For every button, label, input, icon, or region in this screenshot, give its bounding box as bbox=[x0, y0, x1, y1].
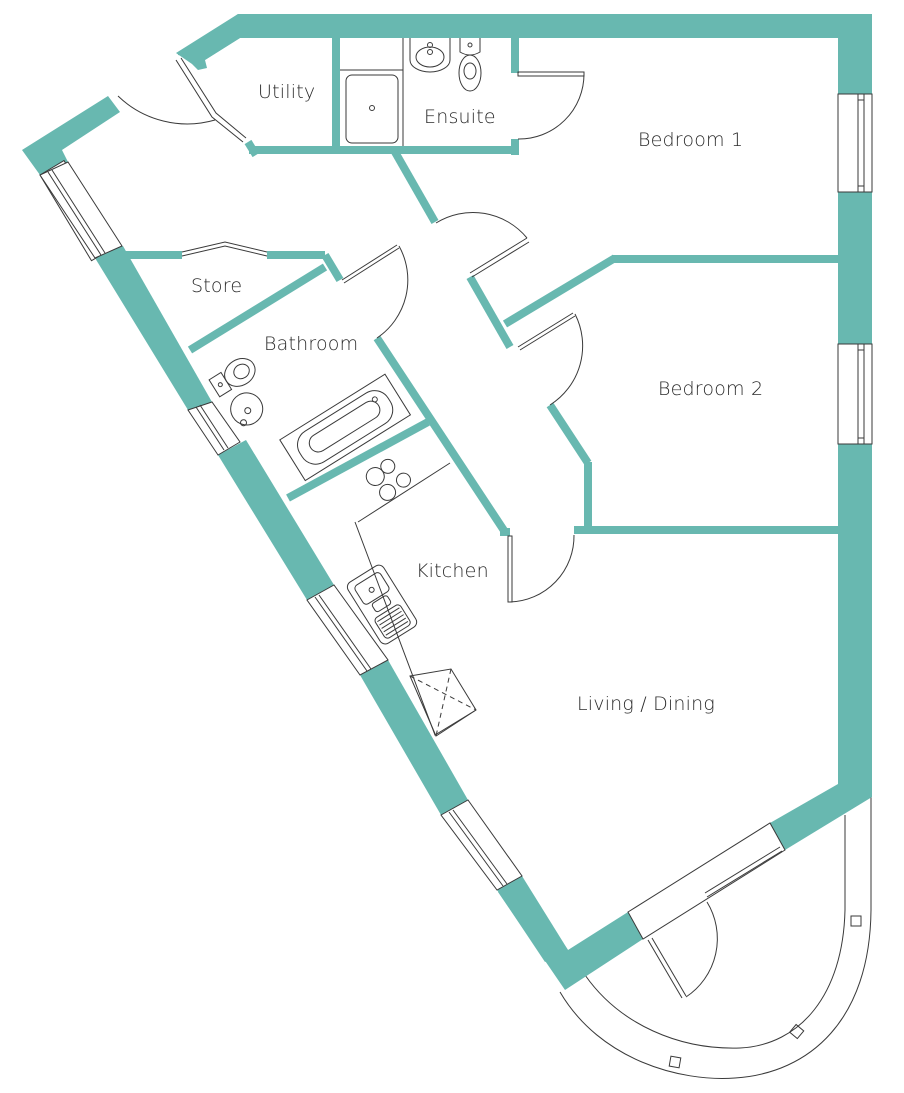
room-labels: Utility Ensuite Bedroom 1 Store Bathroom… bbox=[191, 81, 763, 715]
wash-basin bbox=[409, 38, 451, 73]
balcony-post bbox=[850, 915, 862, 927]
windows bbox=[39, 93, 873, 940]
appliance-space bbox=[409, 668, 477, 737]
toilet bbox=[224, 358, 256, 387]
room-label-ensuite: Ensuite bbox=[424, 106, 496, 128]
doors bbox=[117, 57, 718, 999]
wash-basin bbox=[230, 392, 264, 426]
kitchen-fixtures bbox=[346, 458, 477, 737]
window-bedroom2 bbox=[837, 343, 873, 445]
ensuite-fixtures bbox=[340, 38, 482, 146]
window-bedroom1 bbox=[837, 93, 873, 193]
room-label-living: Living / Dining bbox=[577, 693, 715, 715]
room-label-kitchen: Kitchen bbox=[416, 560, 489, 582]
room-label-store: Store bbox=[191, 275, 242, 297]
bath bbox=[279, 373, 412, 482]
bathroom-fixtures bbox=[208, 358, 412, 482]
sink-with-drainer bbox=[346, 564, 418, 645]
balcony-post bbox=[788, 1023, 805, 1040]
balcony-sliding-door bbox=[627, 822, 786, 940]
interior-walls bbox=[125, 38, 838, 536]
outer-walls bbox=[22, 14, 872, 990]
room-label-utility: Utility bbox=[258, 81, 315, 103]
balcony bbox=[559, 797, 872, 1079]
shower-tray bbox=[345, 74, 399, 144]
room-label-bathroom: Bathroom bbox=[264, 333, 358, 355]
hob bbox=[365, 458, 411, 501]
balcony-post bbox=[668, 1055, 682, 1069]
room-label-bedroom2: Bedroom 2 bbox=[658, 378, 763, 400]
room-label-bedroom1: Bedroom 1 bbox=[638, 129, 743, 151]
toilet-cistern bbox=[208, 371, 233, 398]
